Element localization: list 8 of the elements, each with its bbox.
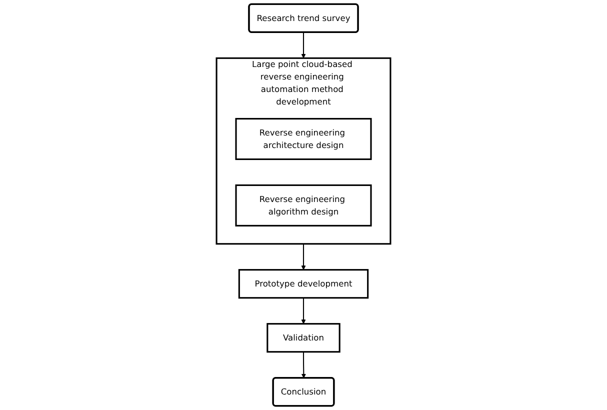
node-box: Reverse engineering algorithm design [235, 184, 372, 226]
arrow [301, 32, 306, 58]
node-box: Reverse engineering architecture design [235, 118, 372, 160]
node-box: Validation [266, 323, 340, 353]
arrow [301, 298, 306, 324]
node-box: Prototype development [238, 269, 369, 299]
arrow [301, 352, 306, 378]
arrow [301, 244, 306, 270]
